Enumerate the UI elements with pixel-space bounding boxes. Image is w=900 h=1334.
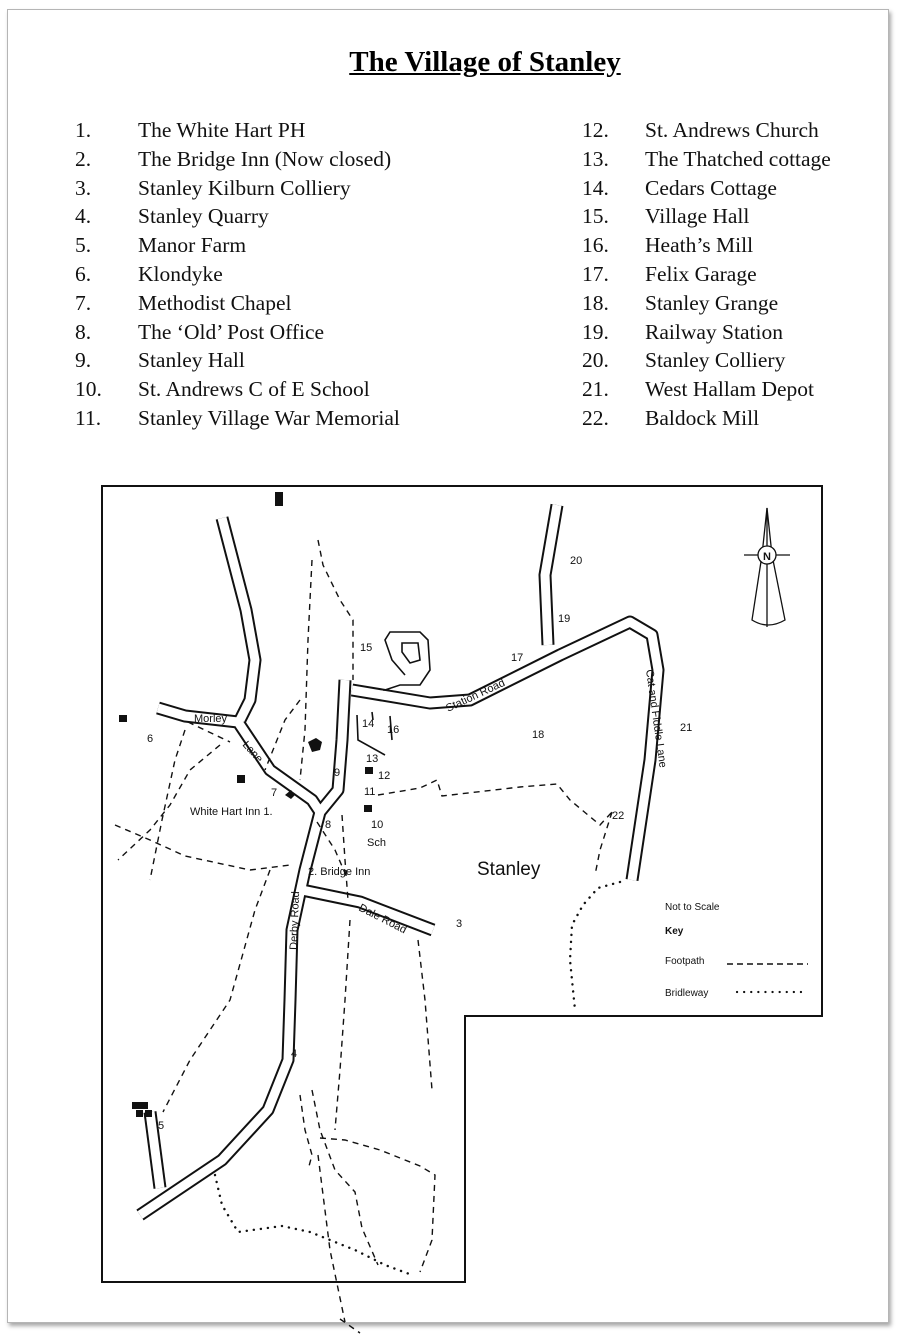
page-frame bbox=[7, 9, 889, 1323]
legend-item-label: St. Andrews C of E School bbox=[138, 377, 370, 402]
legend-item-label: Manor Farm bbox=[138, 233, 247, 258]
legend-item-number: 4. bbox=[75, 204, 92, 229]
label-stanley: Stanley bbox=[477, 859, 541, 880]
legend-item-label: Stanley Colliery bbox=[645, 348, 786, 373]
legend-item-number: 20. bbox=[582, 348, 609, 373]
legend-item-number: 2. bbox=[75, 146, 92, 171]
legend-item-label: Baldock Mill bbox=[645, 405, 760, 430]
legend-item-number: 22. bbox=[582, 405, 609, 430]
map-numbers: 3 4 5 6 7 8 9 10 11 12 13 14 15 16 17 18… bbox=[147, 555, 692, 1132]
key-footpath-label: Footpath bbox=[665, 956, 704, 967]
legend-item-label: The Bridge Inn (Now closed) bbox=[138, 146, 392, 171]
map-number: 4 bbox=[291, 1048, 297, 1060]
legend-item-number: 6. bbox=[75, 261, 92, 286]
legend-item-label: The White Hart PH bbox=[138, 118, 306, 142]
legend-item-label: Stanley Kilburn Colliery bbox=[138, 175, 351, 200]
legend-item-label: Methodist Chapel bbox=[138, 290, 292, 315]
cottage-lanes bbox=[356, 711, 393, 756]
map-number: 3 bbox=[456, 918, 462, 930]
not-to-scale-note: Not to Scale bbox=[665, 902, 720, 913]
compass-icon bbox=[744, 507, 790, 627]
legend-item-label: Klondyke bbox=[138, 261, 223, 286]
legend-item-number: 15. bbox=[582, 204, 609, 229]
footpath-south bbox=[311, 1089, 379, 1266]
map-border bbox=[101, 485, 823, 1283]
legend-item-number: 7. bbox=[75, 290, 92, 315]
legend-item-label: Railway Station bbox=[645, 319, 783, 344]
legend-item-label: West Hallam Depot bbox=[645, 377, 815, 402]
map-number: 20 bbox=[570, 555, 582, 567]
map-number: 18 bbox=[532, 729, 544, 741]
legend-item-number: 16. bbox=[582, 233, 609, 258]
legend-item-label: Stanley Grange bbox=[645, 290, 779, 315]
legend-item-label: Stanley Village War Memorial bbox=[138, 405, 400, 430]
road-station bbox=[350, 615, 665, 881]
compass-north-label: N bbox=[763, 551, 771, 563]
map-number: 13 bbox=[366, 753, 378, 765]
map-number: 11 bbox=[364, 786, 375, 798]
label-white-hart-inn: White Hart Inn 1. bbox=[190, 806, 273, 818]
legend-item-number: 3. bbox=[75, 175, 92, 200]
legend-item-number: 1. bbox=[75, 118, 92, 142]
legend-item-number: 14. bbox=[582, 175, 609, 200]
key-title: Key bbox=[665, 926, 684, 937]
legend-item-number: 21. bbox=[582, 377, 609, 402]
legend-item-label: Felix Garage bbox=[645, 261, 757, 286]
map-number: 9 bbox=[334, 767, 340, 779]
legend-item-number: 11. bbox=[75, 405, 102, 430]
map-number: 22 bbox=[612, 810, 624, 822]
key-bridleway-label: Bridleway bbox=[665, 988, 708, 999]
map-number: 16 bbox=[387, 724, 399, 736]
map-number: 17 bbox=[511, 652, 523, 664]
buildings bbox=[119, 492, 373, 1117]
village-hall-inner bbox=[401, 642, 421, 664]
bridleways bbox=[213, 880, 622, 1277]
map-number: 7 bbox=[271, 787, 277, 799]
legend-item-number: 9. bbox=[75, 348, 92, 373]
footpaths bbox=[114, 539, 613, 1334]
legend-item-number: 12. bbox=[582, 118, 609, 142]
legend-item-label: Village Hall bbox=[645, 204, 750, 229]
legend-item-number: 17. bbox=[582, 261, 609, 286]
map-number: 15 bbox=[360, 642, 372, 654]
legend-item-label: The Thatched cottage bbox=[645, 146, 831, 171]
map-number: 8 bbox=[325, 819, 331, 831]
map-number: 10 bbox=[371, 819, 383, 831]
legend-item-label: Stanley Quarry bbox=[138, 204, 269, 229]
map-number: 12 bbox=[378, 770, 390, 782]
legend-item-number: 10. bbox=[75, 377, 102, 402]
legend-item-number: 19. bbox=[582, 319, 609, 344]
legend-item-label: Cedars Cottage bbox=[645, 175, 777, 200]
roads bbox=[136, 503, 665, 1221]
map-number: 21 bbox=[680, 722, 692, 734]
page-title: The Village of Stanley bbox=[349, 46, 621, 78]
legend-item-number: 18. bbox=[582, 290, 609, 315]
legend-item-number: 5. bbox=[75, 233, 92, 258]
legend-item-label: St. Andrews Church bbox=[645, 118, 819, 142]
map-number: 14 bbox=[362, 718, 374, 730]
road-label-derby-road: Derby Road bbox=[288, 891, 302, 950]
legend-item-number: 8. bbox=[75, 319, 92, 344]
road-label-morley: Morley bbox=[194, 713, 228, 725]
map-number: 6 bbox=[147, 733, 153, 745]
village-hall-outline bbox=[383, 631, 431, 691]
legend-item-label: The ‘Old’ Post Office bbox=[138, 319, 325, 344]
legend-item-number: 13. bbox=[582, 146, 609, 171]
map-number: 19 bbox=[558, 613, 570, 625]
label-bridge-inn: 2. Bridge Inn bbox=[308, 866, 370, 878]
legend-item-label: Heath’s Mill bbox=[645, 233, 754, 258]
map-number: 5 bbox=[158, 1120, 164, 1132]
legend-item-label: Stanley Hall bbox=[138, 348, 245, 373]
label-school: Sch bbox=[367, 837, 386, 849]
